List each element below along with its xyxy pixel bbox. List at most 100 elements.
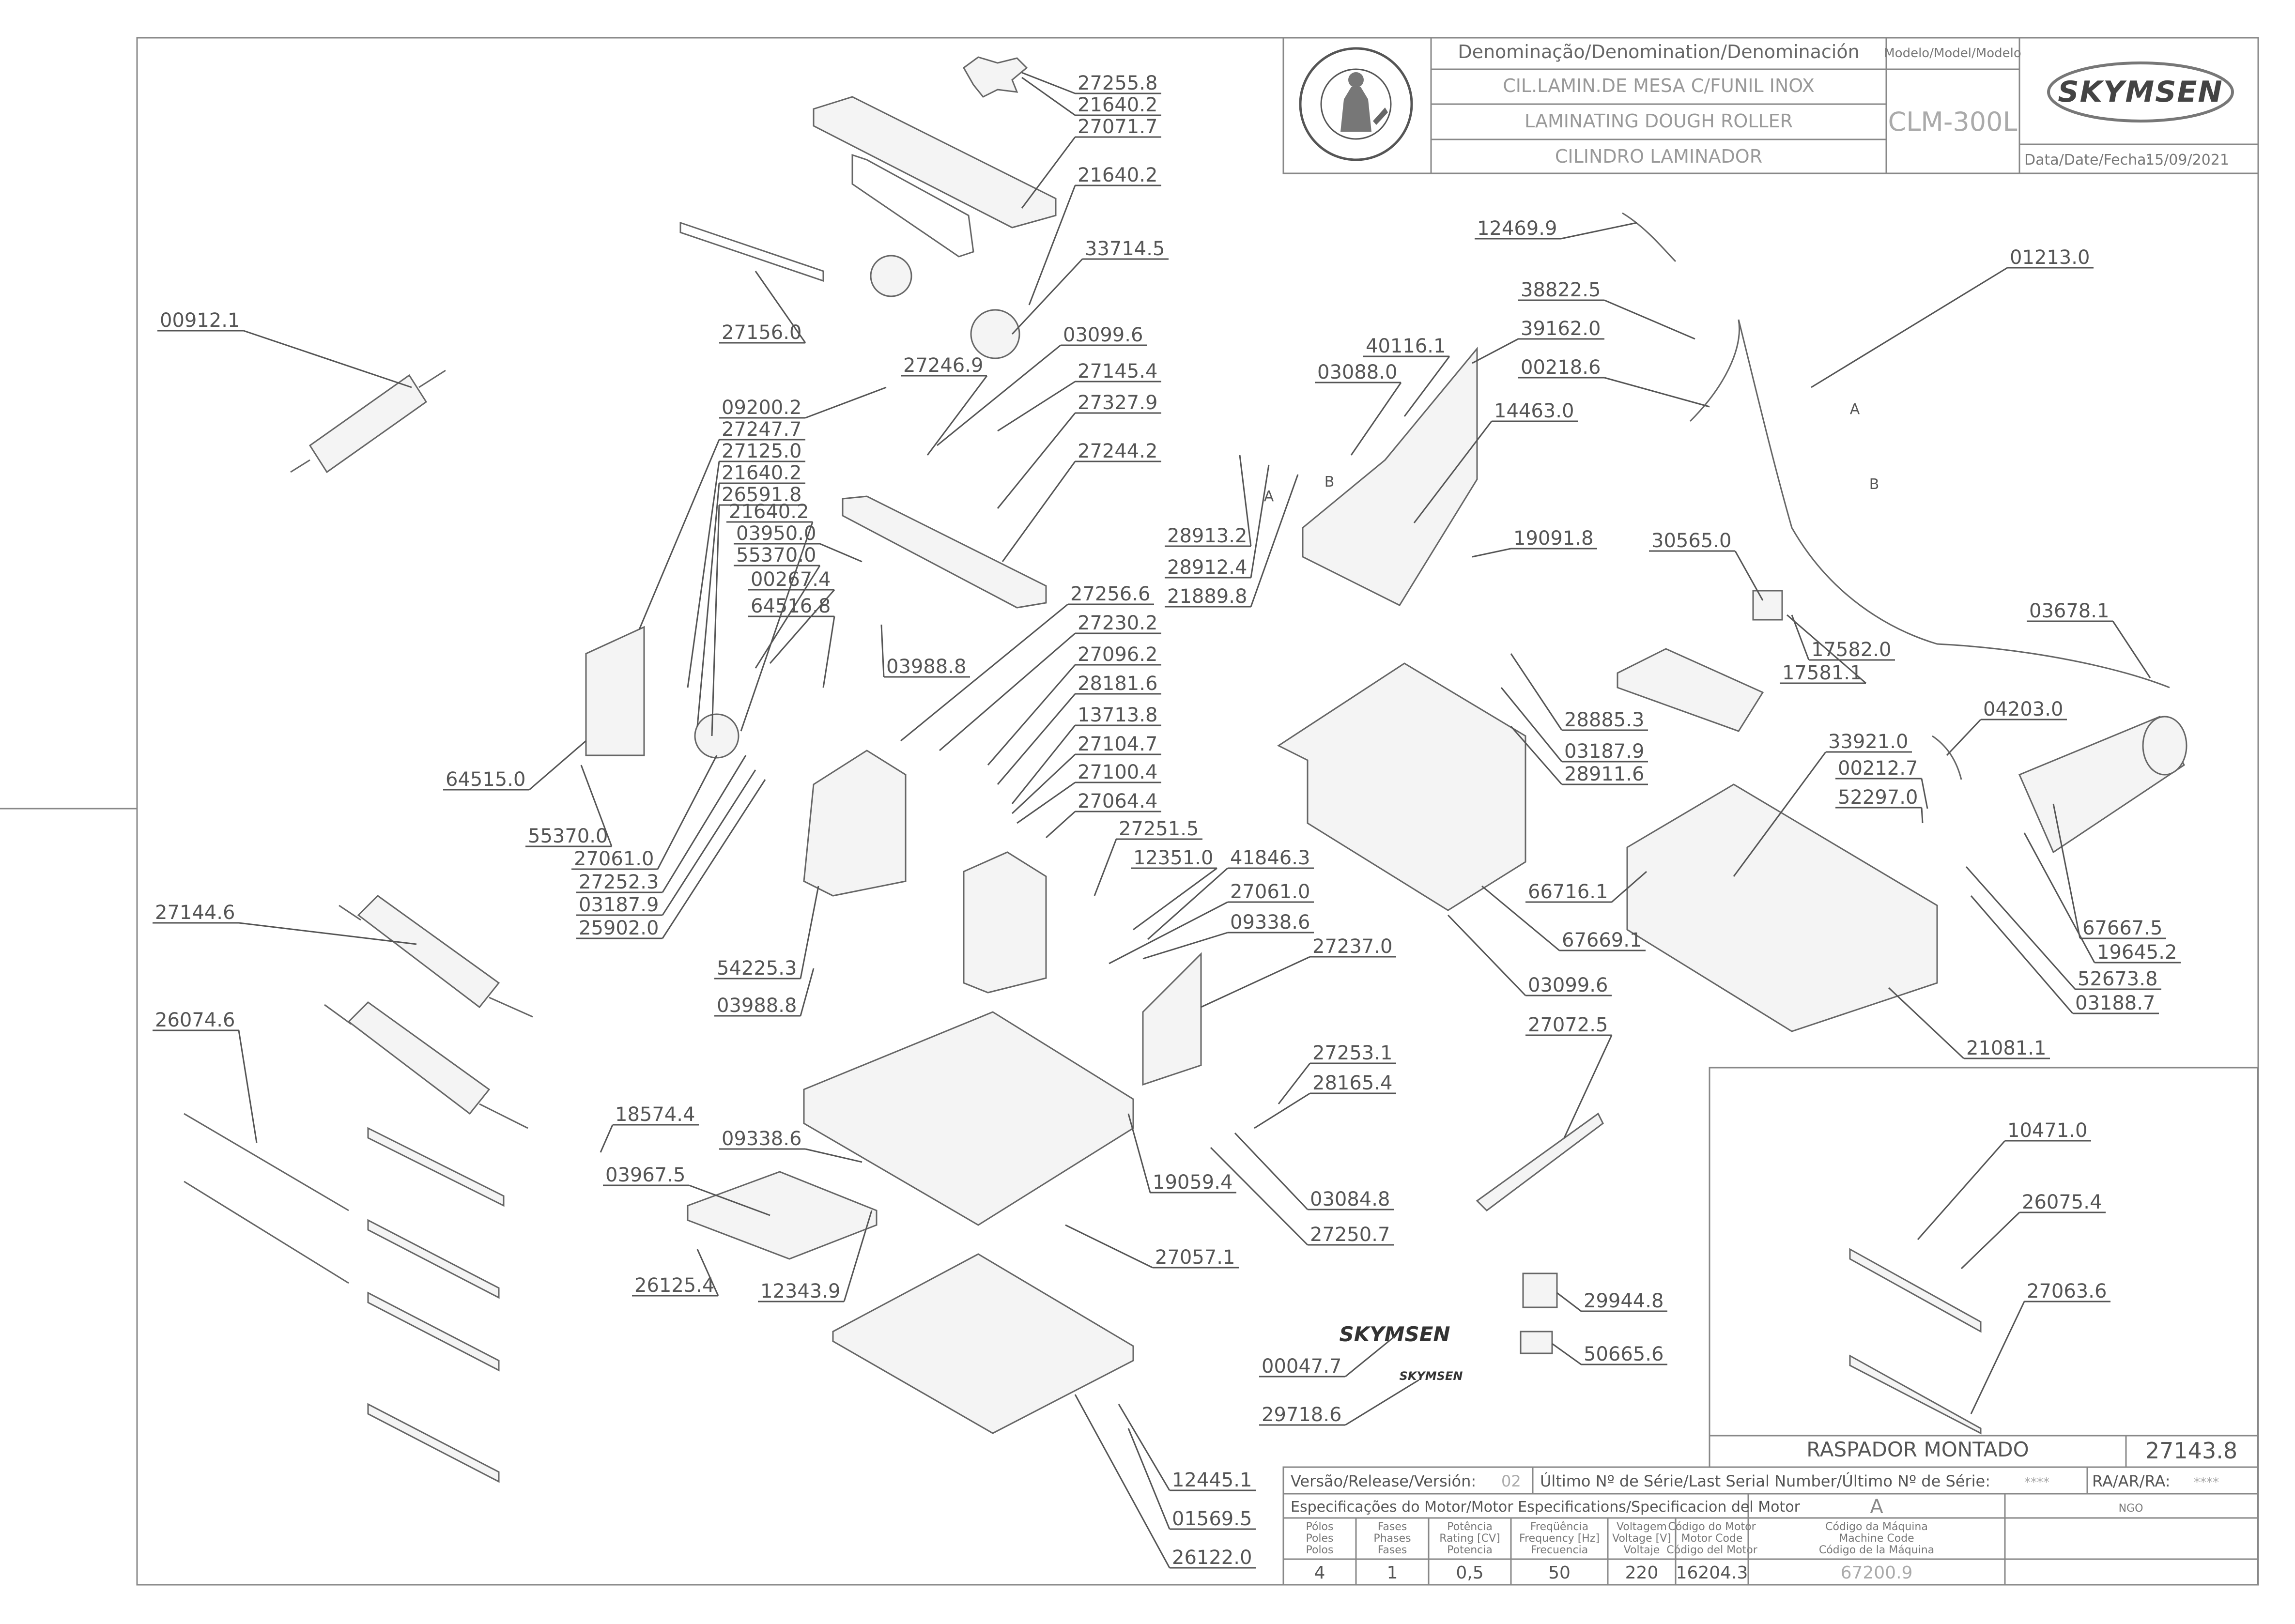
- part-callout-03988-8: 03988.8: [717, 995, 797, 1017]
- serial-label: Último Nº de Série/Last Serial Number/Úl…: [1540, 1471, 1990, 1490]
- spec-column-heading: Potencia: [1447, 1544, 1493, 1556]
- sheet-border: [136, 37, 2259, 1586]
- leader-line: [1970, 1301, 2025, 1414]
- spec-column-value: 1: [1387, 1563, 1398, 1583]
- leader-line: [997, 413, 1076, 509]
- spec-column-value: 67200.9: [1841, 1563, 1913, 1583]
- spec-column-heading: Fases: [1378, 1521, 1407, 1533]
- part-callout-09338-6: 09338.6: [722, 1128, 801, 1150]
- skymsen-logo-small: SKYMSEN: [1400, 1369, 1463, 1383]
- leader-line: [805, 386, 887, 419]
- leader-line: [1510, 726, 1563, 785]
- part-callout-27253-1: 27253.1: [1312, 1042, 1392, 1064]
- title-block: Denominação/Denomination/Denominación Mo…: [1282, 37, 2259, 174]
- leader-line: [2112, 621, 2151, 678]
- part-callout-27156-0: 27156.0: [722, 322, 801, 344]
- spec-column-heading: Frecuencia: [1531, 1544, 1588, 1556]
- lower-roller: [324, 1001, 528, 1129]
- leader-line: [1278, 1063, 1311, 1104]
- leader-line: [1787, 614, 1866, 684]
- part-callout-27255-8: 27255.8: [1078, 72, 1157, 94]
- part-callout-03950-0: 03950.0: [736, 522, 816, 545]
- wiring-harness: [1689, 319, 2170, 689]
- part-callout-03088-0: 03088.0: [1317, 361, 1397, 383]
- brand-logo: SKYMSEN: [2058, 75, 2223, 109]
- part-callout-27144-6: 27144.6: [155, 902, 235, 924]
- part-callout-27246-9: 27246.9: [903, 354, 983, 377]
- spec-column-heading: Rating [CV]: [1439, 1532, 1500, 1545]
- part-callout-03187-9: 03187.9: [579, 894, 659, 916]
- leader-line: [819, 543, 863, 563]
- part-callout-27327-9: 27327.9: [1078, 392, 1157, 414]
- warning-sticker: [1520, 1331, 1553, 1354]
- part-callout-27104-7: 27104.7: [1078, 733, 1157, 755]
- leader-line: [1552, 1343, 1582, 1365]
- part-callout-33921-0: 33921.0: [1828, 731, 1908, 753]
- vent-grille: [1617, 648, 1764, 732]
- part-callout-27064-4: 27064.4: [1078, 790, 1157, 812]
- leader-line: [1611, 871, 1647, 903]
- chain: [679, 221, 824, 282]
- leader-line: [1472, 548, 1511, 558]
- leader-line: [1250, 464, 1270, 578]
- leader-line: [1733, 751, 1827, 877]
- leader-line: [1094, 839, 1117, 896]
- leader-line: [1921, 807, 1924, 824]
- leader-line: [1970, 895, 2074, 1014]
- part-callout-27247-7: 27247.7: [722, 418, 801, 441]
- leader-line: [696, 1249, 719, 1296]
- skymsen-logo-large: SKYMSEN: [1339, 1322, 1450, 1346]
- leader-line: [1403, 356, 1450, 417]
- right-housing: [963, 851, 1047, 994]
- leader-line: [1201, 956, 1310, 1008]
- leader-line: [1109, 901, 1228, 965]
- part-callout-27237-0: 27237.0: [1312, 935, 1392, 958]
- spec-column-heading: Fases: [1378, 1544, 1407, 1556]
- rack-strip: [1476, 1112, 1604, 1211]
- leader-line: [580, 765, 613, 847]
- drip-tray: [687, 1171, 878, 1260]
- spec-column-value: 4: [1314, 1563, 1325, 1583]
- part-callout-26122-0: 26122.0: [1172, 1547, 1252, 1569]
- leader-line: [1239, 455, 1252, 547]
- part-callout-40116-1: 40116.1: [1366, 335, 1446, 357]
- part-callout-27251-5: 27251.5: [1119, 818, 1199, 840]
- part-drawings: SKYMSEN SKYMSEN: [184, 56, 2187, 1483]
- part-callout-28911-6: 28911.6: [1564, 763, 1644, 785]
- spec-column-heading: Código do Motor: [1668, 1521, 1756, 1533]
- leader-line: [238, 1030, 258, 1143]
- part-callout-28912-4: 28912.4: [1167, 556, 1247, 579]
- drive-gear: [694, 713, 739, 759]
- release-row: Versão/Release/Versión: 02 Último Nº de …: [1282, 1466, 2259, 1495]
- spec-column-heading: Pólos: [1306, 1521, 1334, 1533]
- part-callout-09338-6: 09338.6: [1230, 911, 1310, 934]
- motor: [2018, 716, 2187, 854]
- model-header: Modelo/Model/Modelo: [1884, 46, 2021, 61]
- leader-line: [662, 769, 756, 916]
- leader-line: [1021, 72, 1076, 94]
- scraper-rod-upper: [184, 1113, 349, 1211]
- leader-line: [1127, 1428, 1171, 1530]
- part-callout-41846-3: 41846.3: [1230, 847, 1310, 869]
- part-callout-27061-0: 27061.0: [574, 848, 654, 870]
- marker-b-label-funnel: B: [1325, 474, 1335, 490]
- leader-line: [1917, 1140, 2006, 1240]
- part-callout-27250-7: 27250.7: [1310, 1224, 1390, 1246]
- part-callout-28181-6: 28181.6: [1078, 673, 1157, 695]
- part-callout-27230-2: 27230.2: [1078, 612, 1157, 634]
- leader-line: [1234, 1132, 1309, 1210]
- leader-line: [1500, 687, 1563, 762]
- motor-spec-table: Especificações do Motor/Motor Especifica…: [1282, 1493, 2259, 1586]
- part-callout-66716-1: 66716.1: [1528, 881, 1608, 903]
- leader-line: [1021, 77, 1076, 116]
- top-cover: [813, 96, 1057, 229]
- part-callout-27252-3: 27252.3: [579, 871, 659, 893]
- leader-line: [1001, 461, 1076, 562]
- brand-swoosh-icon: [2047, 61, 2234, 123]
- leader-line: [1250, 474, 1299, 607]
- leader-line: [1921, 778, 1928, 809]
- leader-line: [987, 664, 1076, 766]
- marker-a-label-funnel: A: [1264, 488, 1274, 505]
- spec-column-heading: Potência: [1447, 1521, 1493, 1533]
- part-callout-27256-6: 27256.6: [1070, 583, 1150, 605]
